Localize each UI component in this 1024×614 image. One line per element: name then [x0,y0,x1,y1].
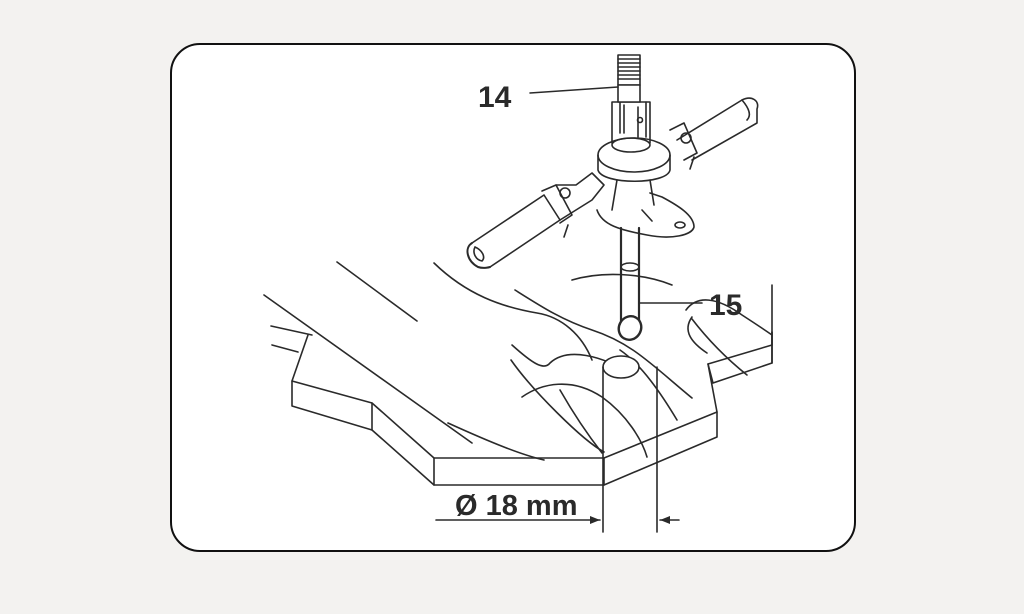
dimension-arrows [435,516,680,524]
ribbed-tab [529,54,641,103]
diagram-frame: 14 15 Ø 18 mm [170,43,856,552]
tool-body [466,97,759,269]
board-plate [263,284,773,486]
probe-tube [617,226,703,341]
dimension-label: Ø 18 mm [455,490,578,522]
callout-label-14: 14 [478,81,512,114]
callout-label-15: 15 [709,289,743,322]
dowel-rod [602,355,658,533]
technical-illustration [263,54,773,533]
